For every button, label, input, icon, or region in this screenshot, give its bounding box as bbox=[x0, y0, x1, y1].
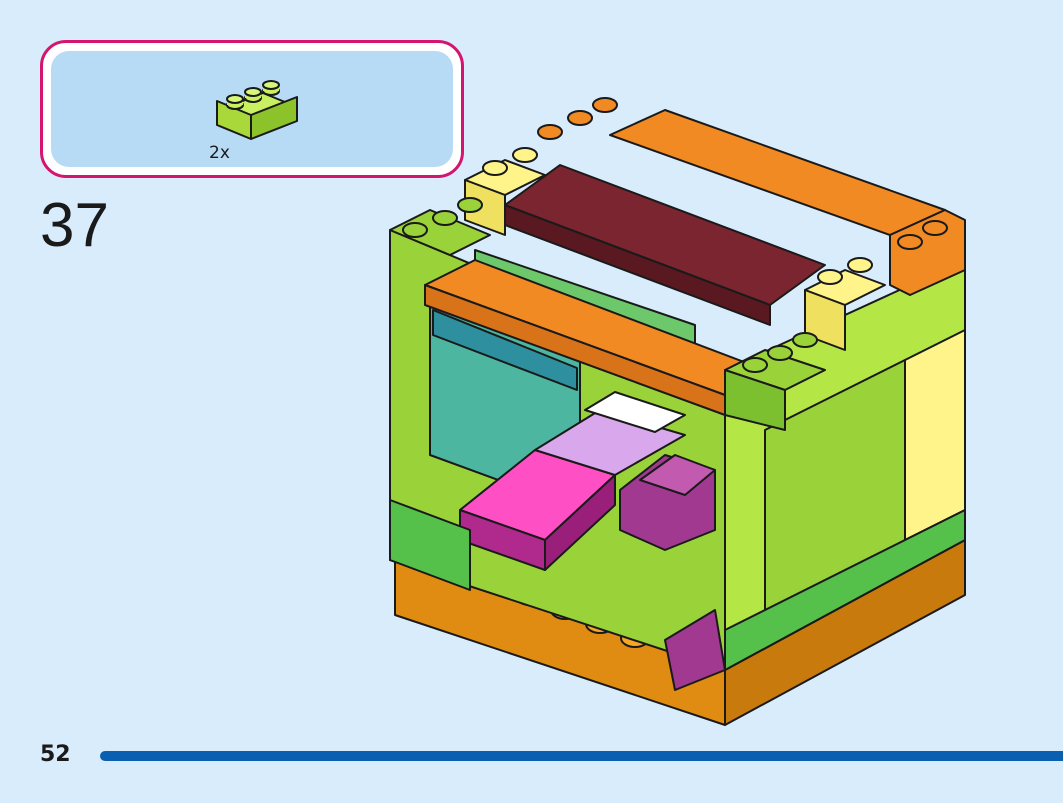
parts-callout: 2x bbox=[40, 40, 464, 178]
page-number: 52 bbox=[40, 742, 71, 767]
part-quantity: 2x bbox=[209, 143, 230, 163]
progress-bar bbox=[100, 751, 1063, 761]
lime-brick-1x3-icon bbox=[216, 80, 298, 140]
step-number: 37 bbox=[40, 191, 109, 260]
model-illustration bbox=[389, 97, 966, 726]
progress-fill bbox=[100, 751, 1063, 761]
parts-list: 2x bbox=[51, 51, 453, 167]
